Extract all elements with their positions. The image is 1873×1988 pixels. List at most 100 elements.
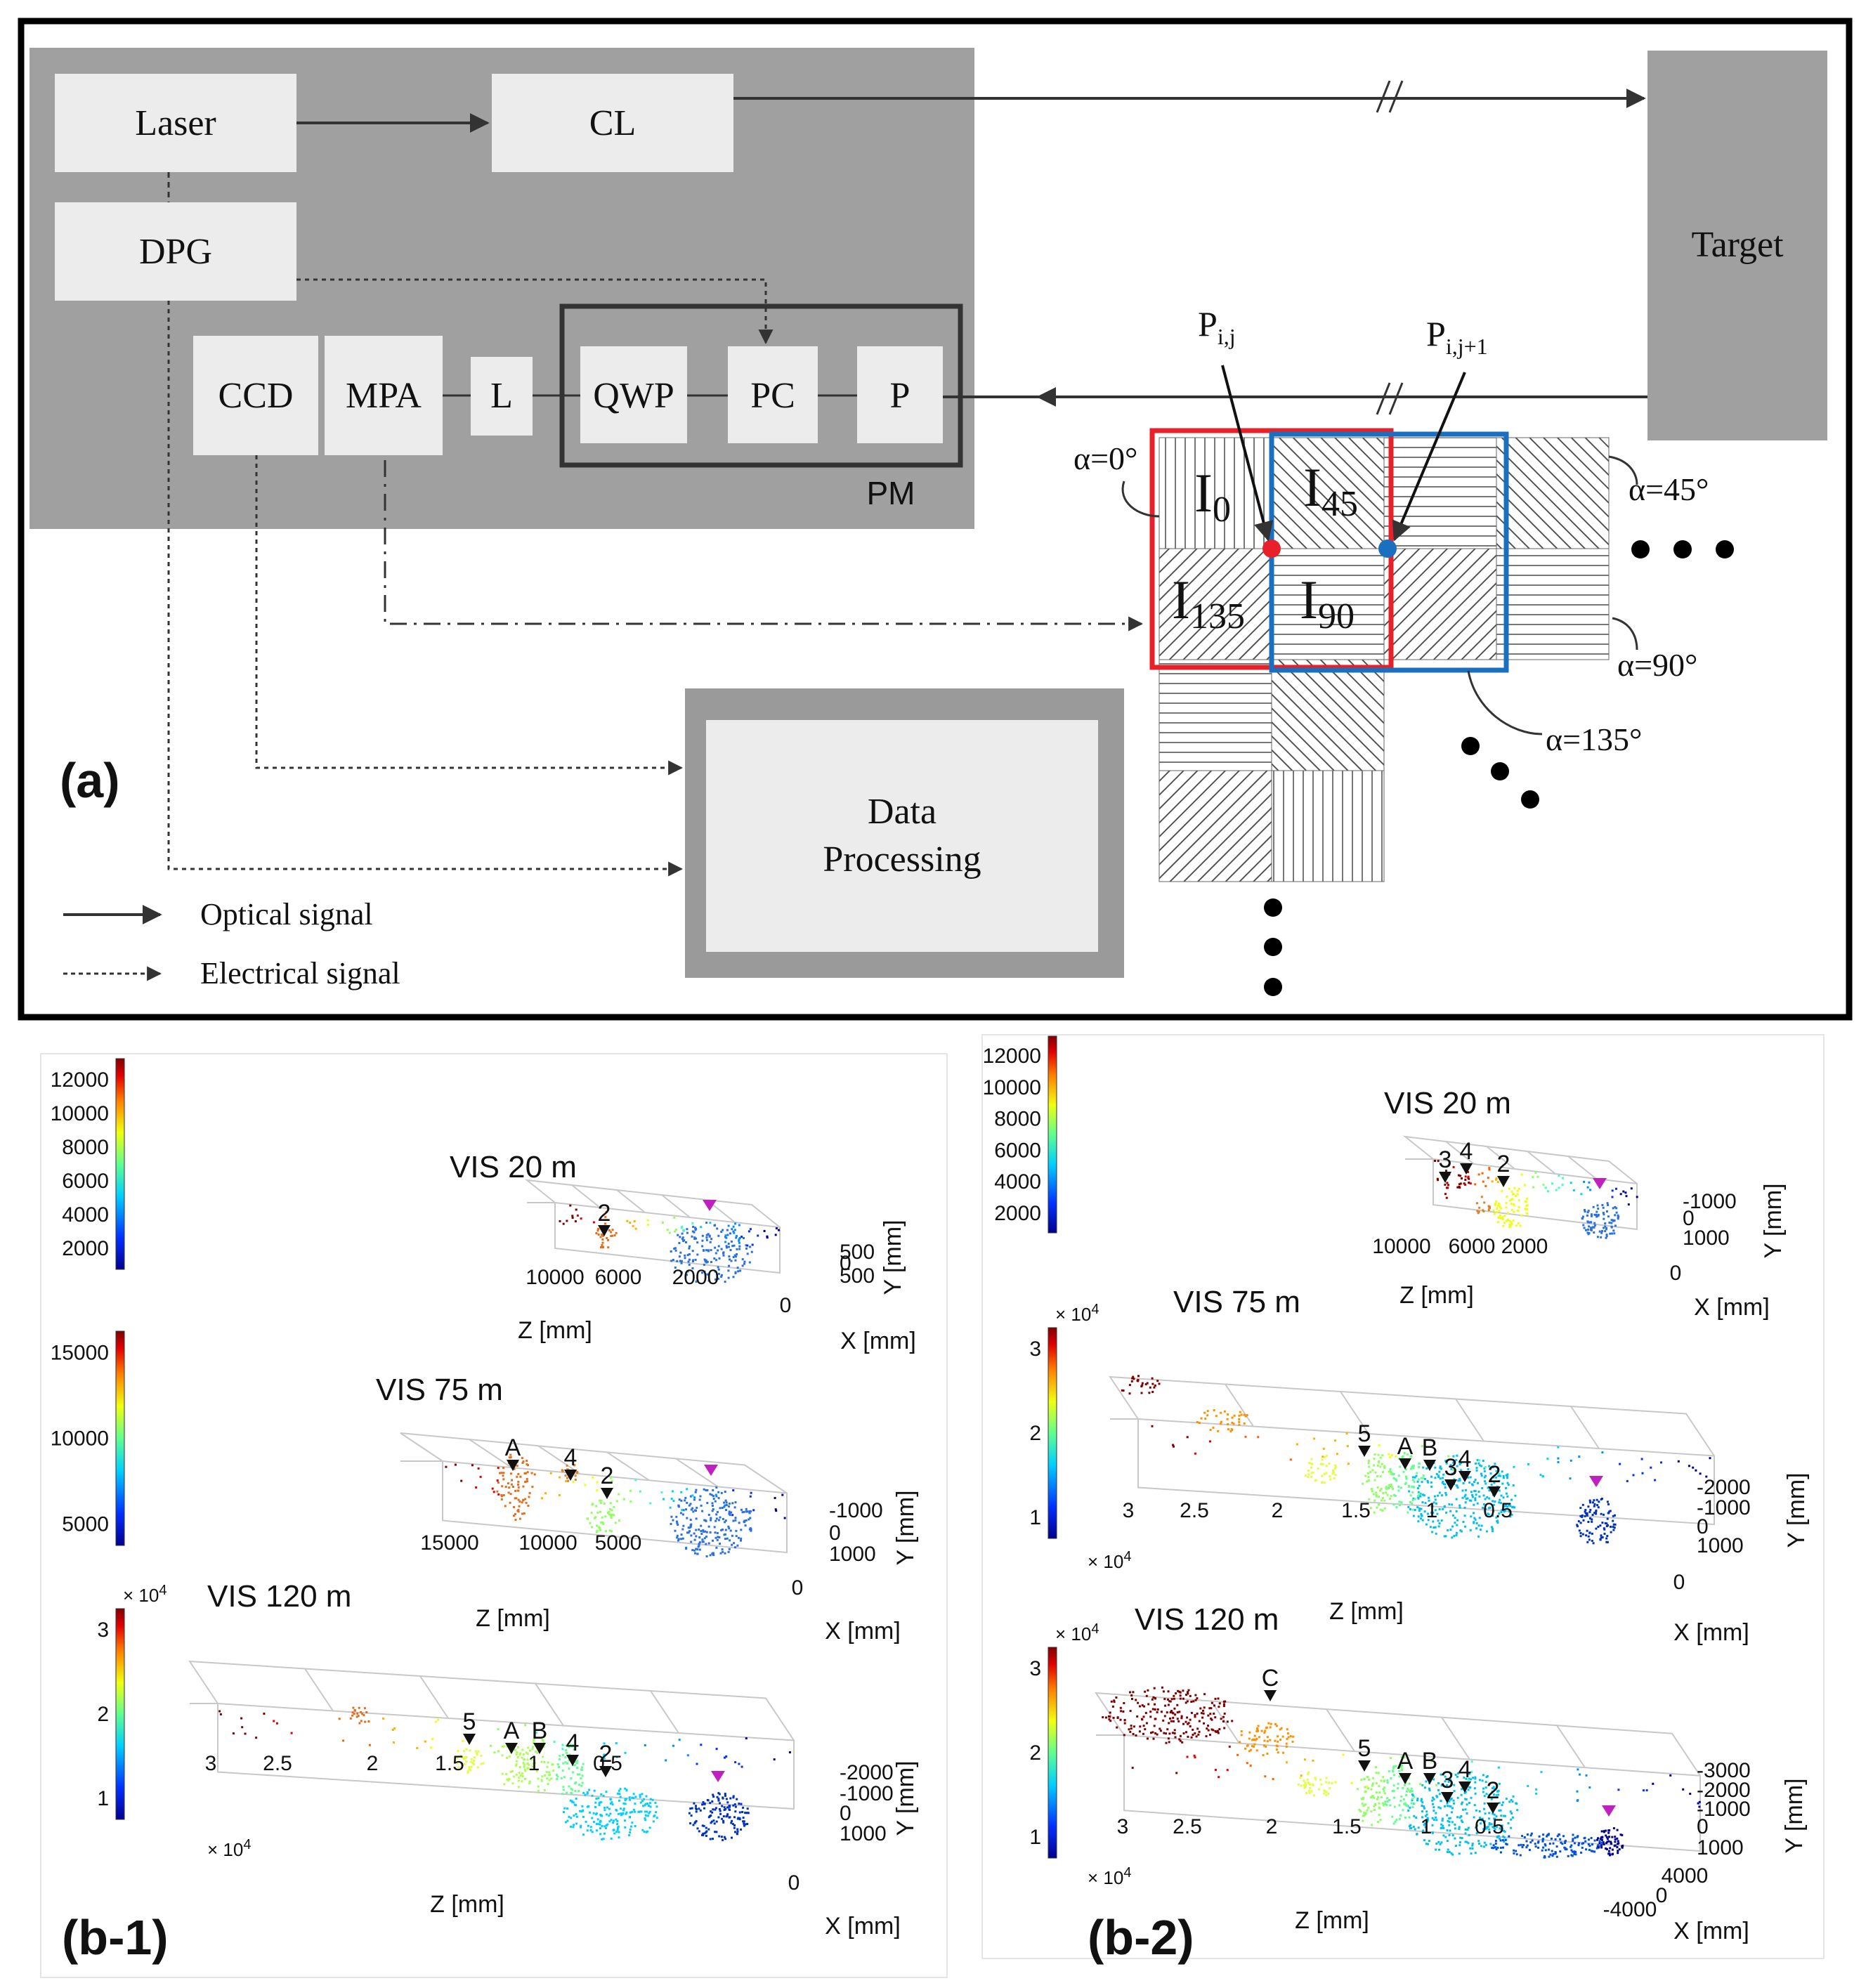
point: [1527, 1463, 1529, 1465]
point: [701, 1239, 704, 1242]
point: [1281, 1735, 1284, 1738]
point: [1494, 1842, 1497, 1845]
point: [466, 1770, 469, 1772]
point: [1308, 1462, 1311, 1465]
point: [652, 1820, 655, 1823]
point: [1440, 1826, 1443, 1829]
point: [698, 1830, 700, 1833]
point: [530, 1758, 533, 1761]
point: [1472, 1777, 1474, 1779]
z-tick: 1: [1426, 1499, 1438, 1522]
point: [1458, 1504, 1461, 1507]
point: [605, 1210, 608, 1213]
point: [1496, 1846, 1499, 1849]
point: [1490, 1798, 1493, 1800]
point: [743, 1262, 745, 1265]
point: [1434, 1509, 1437, 1512]
point: [1196, 1697, 1199, 1700]
point: [1287, 1736, 1290, 1739]
laser-label: Laser: [135, 103, 216, 143]
point: [1399, 1486, 1402, 1489]
point: [1473, 1512, 1475, 1515]
point: [707, 1514, 710, 1516]
point: [1140, 1392, 1143, 1394]
point: [1434, 1477, 1437, 1479]
point: [509, 1456, 512, 1459]
point: [544, 1492, 547, 1495]
y-tick: -3000: [1697, 1759, 1751, 1782]
point: [582, 1815, 585, 1818]
point: [491, 1487, 494, 1490]
point: [1513, 1506, 1516, 1509]
point: [1413, 1796, 1416, 1798]
point: [734, 1519, 737, 1522]
point: [1417, 1515, 1420, 1518]
point: [1445, 1511, 1448, 1514]
point: [1417, 1520, 1420, 1523]
point: [1190, 1736, 1193, 1739]
point: [1215, 1415, 1218, 1418]
point: [1407, 1787, 1409, 1790]
point: [1253, 1734, 1256, 1737]
point: [631, 1796, 634, 1799]
point: [516, 1465, 518, 1467]
point: [1495, 1793, 1498, 1796]
point: [1591, 1518, 1593, 1521]
point: [1529, 1841, 1532, 1844]
point: [1488, 1822, 1491, 1824]
point: [596, 1489, 599, 1492]
point: [1438, 1508, 1441, 1510]
point: [1276, 1745, 1279, 1748]
point: [1314, 1479, 1317, 1482]
point: [518, 1772, 521, 1774]
point: [1274, 1739, 1277, 1742]
point: [457, 1766, 460, 1769]
point: [1334, 1464, 1337, 1467]
point: [1610, 1531, 1612, 1533]
point: [674, 1249, 677, 1252]
point: [599, 1526, 601, 1529]
point: [1449, 1778, 1451, 1781]
point: [1163, 1715, 1166, 1718]
marker-arrow-icon: [564, 1470, 577, 1481]
point: [701, 1803, 704, 1806]
point: [1569, 1477, 1572, 1480]
point: [1468, 1777, 1470, 1780]
point: [1612, 1229, 1615, 1232]
point: [598, 1804, 601, 1807]
point: [1550, 1838, 1553, 1840]
point: [1430, 1511, 1433, 1514]
point: [1576, 1524, 1579, 1526]
point: [709, 1531, 712, 1533]
point: [1131, 1377, 1134, 1380]
point: [1226, 1418, 1229, 1420]
point: [1392, 1503, 1395, 1506]
point: [1512, 1219, 1515, 1222]
point: [715, 1517, 718, 1520]
point: [1388, 1487, 1390, 1489]
point: [465, 1760, 468, 1763]
point: [579, 1810, 581, 1812]
point: [734, 1805, 737, 1808]
point: [1399, 1800, 1402, 1803]
point: [1228, 1746, 1231, 1748]
point: [1558, 1175, 1560, 1177]
point: [522, 1762, 525, 1765]
point: [1310, 1458, 1313, 1460]
point: [1484, 1508, 1487, 1510]
point: [466, 1772, 469, 1774]
point: [1541, 1840, 1544, 1843]
point: [717, 1245, 720, 1248]
point: [1467, 1476, 1470, 1479]
point: [561, 1770, 564, 1772]
axes-walls: [188, 1660, 795, 1741]
point: [1164, 1704, 1167, 1707]
point: [774, 1234, 777, 1236]
point: [1614, 1840, 1617, 1843]
point: [1321, 1481, 1324, 1484]
point: [1494, 1824, 1496, 1827]
point: [1596, 1215, 1599, 1217]
point: [608, 1512, 611, 1515]
point: [1474, 1777, 1477, 1780]
